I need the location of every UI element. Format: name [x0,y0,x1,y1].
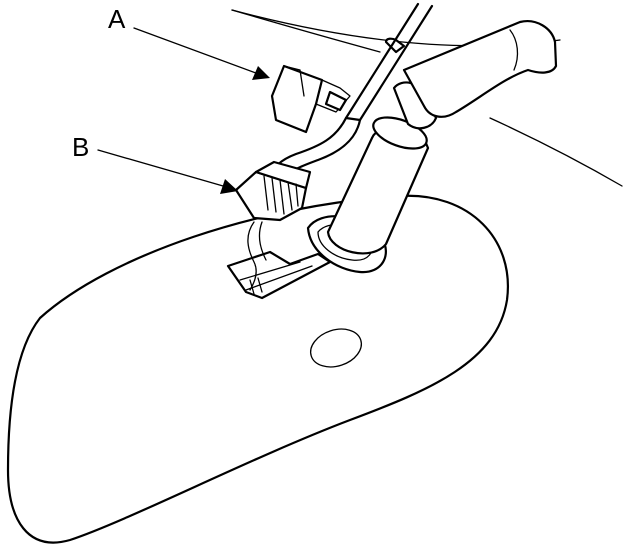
wire-harness [268,2,434,182]
mirror-body [6,194,510,544]
connector-a [270,64,351,134]
mount-joint [392,81,438,130]
sensor-lens [310,328,362,368]
mounting-arm [384,20,558,118]
callout-a-arrow [133,27,270,80]
callout-b-arrow [97,149,238,194]
lead-wire [247,221,267,291]
callout-b-label: B [72,132,89,162]
connector-b [234,160,312,222]
callout-a-label: A [108,4,126,34]
